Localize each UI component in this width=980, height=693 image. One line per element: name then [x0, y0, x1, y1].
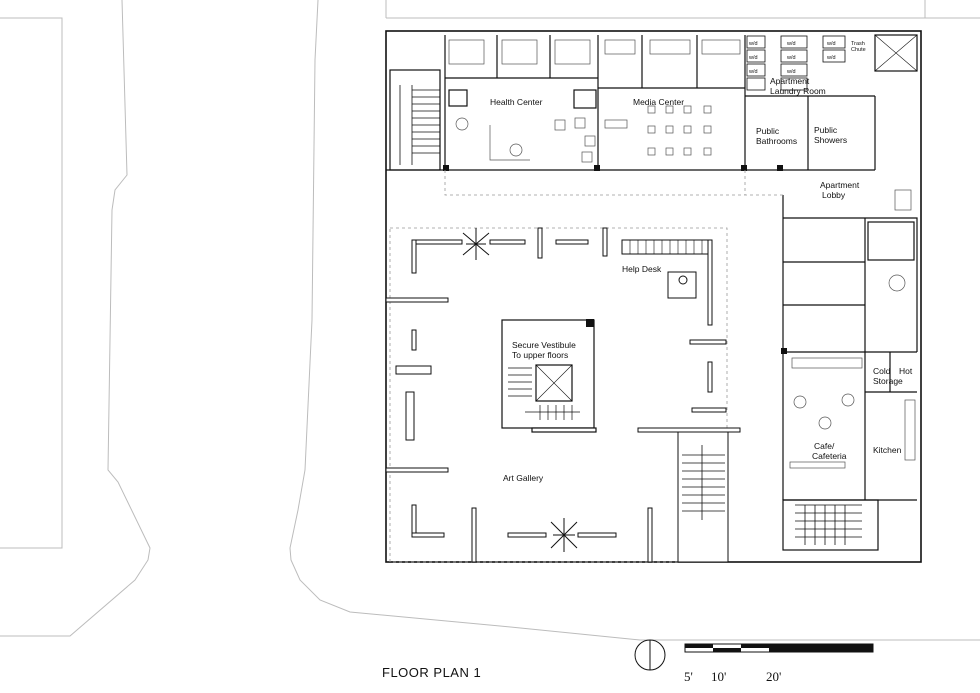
- room-cold-line2: Storage: [873, 376, 903, 386]
- help-desk-counter: [621, 239, 709, 299]
- atrium-outline: [389, 170, 783, 563]
- room-vestibule-line2: To upper floors: [512, 350, 568, 360]
- scale-label-5: 5': [684, 669, 693, 684]
- room-lobby-line1: Apartment: [820, 180, 860, 190]
- room-trash-line2: Chute: [851, 47, 866, 53]
- room-health-center: Health Center: [490, 97, 543, 107]
- north-furniture: [448, 39, 741, 163]
- wd-label: w/d: [786, 41, 796, 47]
- scale-label-20: 20': [766, 669, 781, 684]
- west-stair: [399, 85, 440, 165]
- media-chairs: [647, 105, 712, 156]
- room-cold-line1: Cold: [873, 366, 891, 376]
- drawing-title: FLOOR PLAN 1: [382, 665, 481, 680]
- cafe-furniture: [789, 189, 916, 469]
- scale-label-10: 10': [711, 669, 726, 684]
- wd-label: w/d: [748, 41, 758, 47]
- room-showers-line1: Public: [814, 125, 838, 135]
- room-media-center: Media Center: [633, 97, 684, 107]
- site-context: [0, 0, 980, 641]
- scale-bar: [684, 643, 874, 653]
- wd-label: w/d: [748, 55, 758, 61]
- room-showers-line2: Showers: [814, 135, 847, 145]
- wd-label: w/d: [748, 69, 758, 75]
- room-labels: Health Center Media Center Apartment Lau…: [490, 41, 913, 483]
- gallery-partitions: [385, 227, 741, 563]
- wd-label: w/d: [826, 41, 836, 47]
- room-help-desk: Help Desk: [622, 264, 662, 274]
- room-trash-line1: Trash: [851, 41, 865, 47]
- laundry-unit-labels: w/d w/d w/d w/d w/d w/d w/d w/d: [748, 41, 836, 75]
- wd-label: w/d: [786, 69, 796, 75]
- east-wing: [782, 195, 918, 551]
- room-kitchen: Kitchen: [873, 445, 902, 455]
- wd-label: w/d: [786, 55, 796, 61]
- room-lobby-line2: Lobby: [822, 190, 846, 200]
- north-rooms: [386, 34, 918, 171]
- laundry-units: [746, 35, 846, 91]
- room-vestibule-line1: Secure Vestibule: [512, 340, 576, 350]
- room-laundry-line1: Apartment: [770, 76, 810, 86]
- sculpture-south: [550, 518, 578, 552]
- room-bathrooms-line2: Bathrooms: [756, 136, 797, 146]
- room-cafe-line1: Cafe/: [814, 441, 835, 451]
- room-laundry-line2: Laundry Room: [770, 86, 826, 96]
- room-cafe-line2: Cafeteria: [812, 451, 847, 461]
- north-arrow-icon: [634, 639, 666, 671]
- vestibule-stair: [508, 367, 580, 420]
- room-hot: Hot: [899, 366, 913, 376]
- south-stair: [682, 445, 725, 520]
- east-stair: [795, 504, 862, 545]
- sculpture-north: [462, 228, 490, 260]
- room-bathrooms-line1: Public: [756, 126, 780, 136]
- room-art-gallery: Art Gallery: [503, 473, 544, 483]
- wd-label: w/d: [826, 55, 836, 61]
- columns: [443, 165, 787, 354]
- secure-vestibule: [501, 319, 597, 433]
